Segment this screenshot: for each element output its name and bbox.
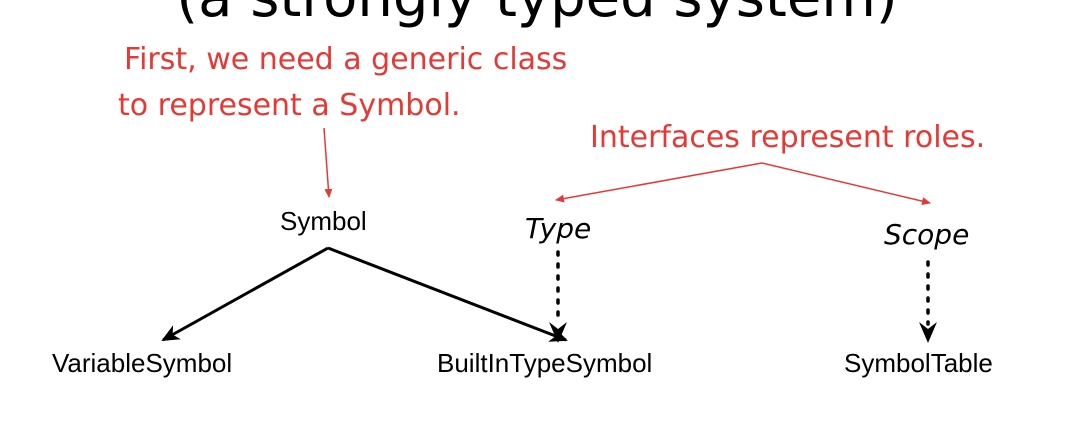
- symbol-note-line2: to represent a Symbol.: [118, 88, 461, 123]
- symbol-to-builtintypesymbol-arrow: [327, 246, 568, 342]
- node-symbol-table: SymbolTable: [844, 348, 993, 378]
- symbol-to-variablesymbol-arrow: [161, 246, 329, 342]
- node-type: Type: [525, 212, 592, 245]
- roles-note: Interfaces represent roles.: [590, 120, 986, 155]
- roles-to-scope-arrow: [761, 162, 931, 206]
- node-variable-symbol: VariableSymbol: [52, 348, 233, 378]
- note-to-symbol-arrow: [323, 127, 333, 198]
- scope-implementation-arrowhead: [919, 322, 937, 343]
- type-implementation-arrowhead: [549, 322, 567, 343]
- symbol-note-line1: First, we need a generic class: [124, 42, 568, 77]
- node-symbol: Symbol: [280, 206, 367, 236]
- node-builtin-type-symbol: BuiltInTypeSymbol: [437, 348, 653, 378]
- node-scope: Scope: [884, 218, 970, 251]
- roles-to-type-arrow: [555, 162, 763, 203]
